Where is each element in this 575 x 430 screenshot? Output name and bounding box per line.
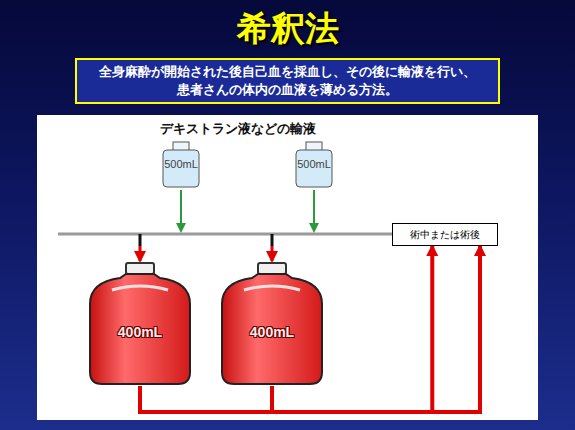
node-text: 全身麻酔が開始された後自己血を採血し、その後に輸液を行い、患者さんの体内の血液を… xyxy=(95,63,480,99)
draw-tick xyxy=(271,234,274,246)
node-text: 術中または術後 xyxy=(410,228,480,242)
blood-bag: 400mL xyxy=(214,262,330,386)
bag-cap xyxy=(258,263,286,274)
bag-cap xyxy=(126,263,154,274)
node-text: 500mL xyxy=(294,158,334,170)
infusion-bottle: 500mL xyxy=(294,141,334,189)
draw-arrow xyxy=(271,246,274,261)
slide-title: 希釈法 xyxy=(0,6,575,52)
node-text: 400mL xyxy=(82,324,198,340)
infusion-bottle: 500mL xyxy=(161,141,201,189)
time-line xyxy=(58,233,392,236)
infusion-arrow xyxy=(180,190,182,231)
infusion-arrow xyxy=(313,190,315,231)
blood-bag: 400mL xyxy=(82,262,198,386)
draw-arrow xyxy=(139,246,142,261)
node-text: 500mL xyxy=(161,158,201,170)
node-text: 400mL xyxy=(214,324,330,340)
destination-box: 術中または術後 xyxy=(392,223,498,246)
description-box: 全身麻酔が開始された後自己血を採血し、その後に輸液を行い、患者さんの体内の血液を… xyxy=(75,58,500,104)
bag-highlight xyxy=(244,286,300,290)
fluid-label: デキストラン液などの輸液 xyxy=(160,120,316,138)
bag-highlight xyxy=(112,286,168,290)
draw-tick xyxy=(139,234,142,246)
